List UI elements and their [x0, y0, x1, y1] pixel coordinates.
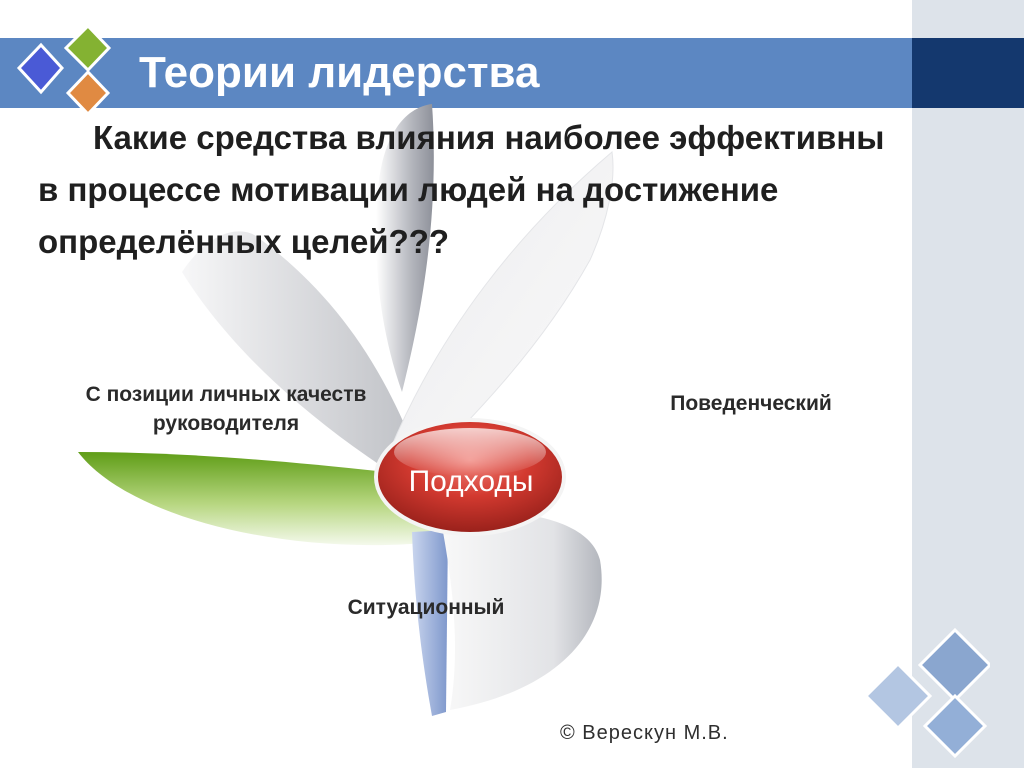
corner-diamond-top-icon: [917, 628, 990, 703]
situational-blue-petal: [412, 530, 448, 716]
corner-diamond-left-icon: [863, 661, 933, 731]
corner-diamond-bottom-icon: [922, 693, 988, 759]
title-band: [0, 38, 912, 108]
title-band-accent: [912, 38, 1024, 108]
title-diamonds-icon: [16, 24, 112, 116]
hub-shine: [394, 428, 546, 476]
question-text: Какие средства влияния наиболее эффектив…: [38, 119, 885, 260]
corner-diamonds-icon: [863, 628, 990, 759]
orange-diamond-icon: [65, 69, 111, 116]
behavioral-label: Поведенческий: [670, 392, 832, 415]
situational-label: Ситуационный: [347, 596, 505, 619]
situational-petal: [440, 512, 602, 710]
personal-traits-petal: [78, 452, 452, 546]
behavioral-petal: [389, 151, 614, 471]
center-petal: [376, 104, 434, 392]
left-petal: [182, 231, 415, 475]
side-panel: [912, 0, 1024, 768]
blue-diamond-icon: [16, 42, 65, 95]
slide-title: Теории лидерства: [139, 48, 540, 97]
hub-label: Подходы: [408, 465, 534, 498]
copyright-text: © Верескун М.В.: [560, 722, 729, 744]
personal-traits-label: С позиции личных качеств руководителя: [85, 383, 367, 435]
